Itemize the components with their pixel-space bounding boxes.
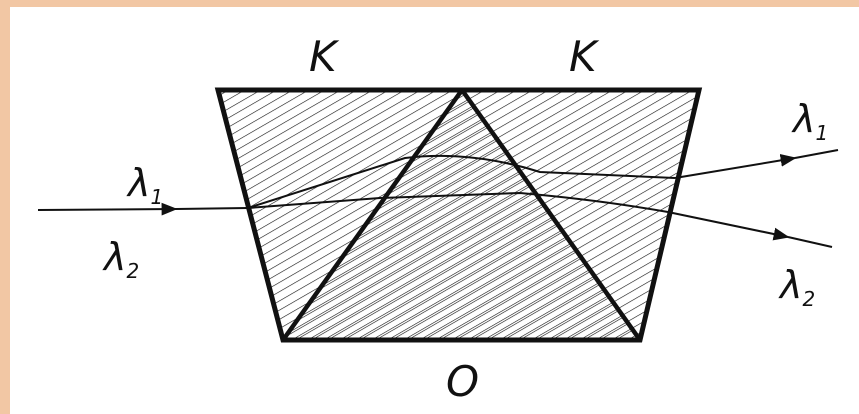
ray-lambda2-path <box>247 191 669 213</box>
left-crown-prism <box>218 90 462 340</box>
right-crown-prism <box>462 90 699 340</box>
label-crown-left: K <box>309 32 340 81</box>
label-lambda2-out-sub: 2 <box>803 287 816 311</box>
label-crown-right: K <box>569 32 600 81</box>
label-center: O <box>446 357 479 406</box>
ray-lambda2-exit <box>667 211 790 241</box>
right-interface <box>460 88 642 342</box>
label-lambda1-in-symbol: λ <box>126 161 151 205</box>
ray-lambda1-tail <box>794 149 839 159</box>
label-lambda2-out: λ2 <box>778 263 815 311</box>
label-lambda1-out-sub: 1 <box>816 121 829 145</box>
ray-lambda1-path <box>247 154 676 209</box>
left-interface <box>281 88 464 342</box>
label-lambda2-out-symbol: λ <box>778 263 803 307</box>
label-lambda2-in-symbol: λ <box>102 235 127 279</box>
ray-lambda1-exit <box>674 154 797 179</box>
ray-lambda2-tail <box>787 236 833 248</box>
label-lambda2-in-sub: 2 <box>127 259 140 283</box>
incoming-ray-tail <box>175 207 249 210</box>
incoming-ray <box>37 202 178 216</box>
label-lambda1-out-symbol: λ <box>791 97 816 141</box>
label-lambda1-in: λ1 <box>126 161 163 209</box>
label-lambda2-in: λ2 <box>102 235 139 283</box>
label-lambda1-in-sub: 1 <box>151 185 164 209</box>
label-lambda1-out: λ1 <box>791 97 828 145</box>
